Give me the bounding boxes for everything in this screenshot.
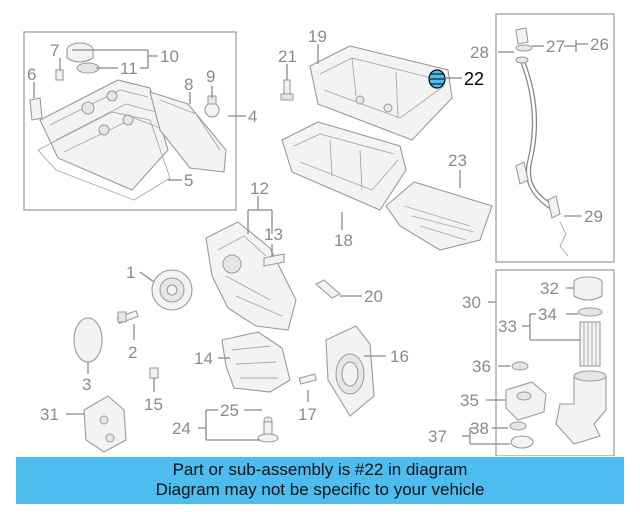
dipstick-tube-bracket	[515, 161, 569, 257]
pressure-sensor	[204, 95, 220, 118]
callout-4: 4	[248, 107, 257, 126]
oil-pan-bolt	[280, 79, 294, 101]
cover-gasket	[315, 279, 341, 299]
callout-31: 31	[40, 405, 59, 424]
callout-3: 3	[82, 375, 91, 394]
callout-7: 7	[50, 41, 59, 60]
callout-28: 28	[470, 43, 489, 62]
callout-30: 30	[462, 293, 481, 312]
callout-22: 22	[464, 69, 484, 89]
valve-cover-gasket	[37, 111, 171, 201]
timing-belt-cover	[205, 221, 297, 331]
dipstick-handle	[515, 27, 533, 64]
oil-filter-cap	[573, 276, 603, 301]
callout-1: 1	[126, 263, 135, 282]
oil-filter-housing	[555, 370, 607, 445]
upper-oil-pan	[309, 45, 453, 141]
callout-5: 5	[184, 171, 193, 190]
callout-27: 27	[546, 37, 565, 56]
valve-cover-bolt	[55, 69, 64, 81]
callout-26: 26	[590, 35, 609, 54]
parts-diagram: 7 10 11 6 8 9 4 5 19 21 22 23 18	[23, 13, 615, 456]
filter-cap-o-ring	[577, 307, 603, 317]
callout-25: 25	[220, 401, 239, 420]
callout-6: 6	[27, 65, 36, 84]
cover-bolt-17	[298, 373, 317, 385]
breather-valve	[29, 97, 43, 121]
callout-34: 34	[538, 305, 557, 324]
banner-disclaimer-line: Diagram may not be specific to your vehi…	[155, 480, 485, 499]
valve-cover	[39, 79, 169, 191]
callout-20: 20	[364, 287, 383, 306]
crankshaft-seal	[73, 317, 103, 363]
piston-oil-jet	[257, 416, 279, 443]
oil-baffle	[385, 181, 493, 251]
callout-11: 11	[120, 59, 138, 78]
callout-38: 38	[470, 419, 489, 438]
oil-cooler	[505, 381, 547, 421]
housing-seal	[510, 435, 534, 449]
callout-15: 15	[144, 395, 163, 414]
callout-24: 24	[172, 419, 191, 438]
oil-filter-group-frame	[495, 269, 615, 456]
callout-18: 18	[334, 231, 353, 250]
callout-23: 23	[448, 151, 467, 170]
callout-13: 13	[264, 225, 283, 244]
crankshaft-pulley	[151, 269, 193, 311]
callout-29: 29	[584, 207, 603, 226]
lower-oil-pan	[281, 121, 407, 211]
callout-36: 36	[472, 357, 491, 376]
pulley-bolt	[116, 310, 139, 325]
oil-filter-element	[579, 321, 601, 367]
oil-filler-cap	[66, 42, 94, 63]
banner-part-line: Part or sub-assembly is #22 in diagram	[172, 460, 468, 479]
valve-cover-group-frame	[23, 31, 237, 211]
dipstick-group-frame	[495, 13, 615, 263]
callout-10: 10	[160, 47, 179, 66]
callout-12: 12	[250, 179, 269, 198]
callout-8: 8	[184, 75, 193, 94]
cover-bolt-15	[149, 367, 159, 379]
callout-37: 37	[428, 427, 447, 446]
housing-gasket	[509, 421, 527, 431]
lower-timing-cover	[221, 331, 291, 393]
heat-shield	[149, 91, 227, 173]
callout-16: 16	[390, 347, 409, 366]
cooler-seal	[511, 361, 529, 371]
rear-seal-housing	[325, 325, 375, 417]
callout-14: 14	[194, 349, 213, 368]
oil-drain-plug	[428, 69, 446, 89]
part-info-banner: Part or sub-assembly is #22 in diagram D…	[16, 457, 624, 504]
callout-33: 33	[498, 317, 517, 336]
callout-19: 19	[308, 27, 327, 46]
callout-32: 32	[540, 279, 559, 298]
callout-35: 35	[460, 391, 479, 410]
cover-bracket	[263, 253, 285, 267]
mounting-bracket	[83, 395, 127, 453]
dipstick-tube	[519, 59, 557, 211]
cap-seal	[76, 62, 100, 74]
callout-17: 17	[298, 405, 317, 424]
callout-2: 2	[128, 343, 137, 362]
callout-9: 9	[206, 67, 215, 86]
callout-21: 21	[278, 47, 297, 66]
